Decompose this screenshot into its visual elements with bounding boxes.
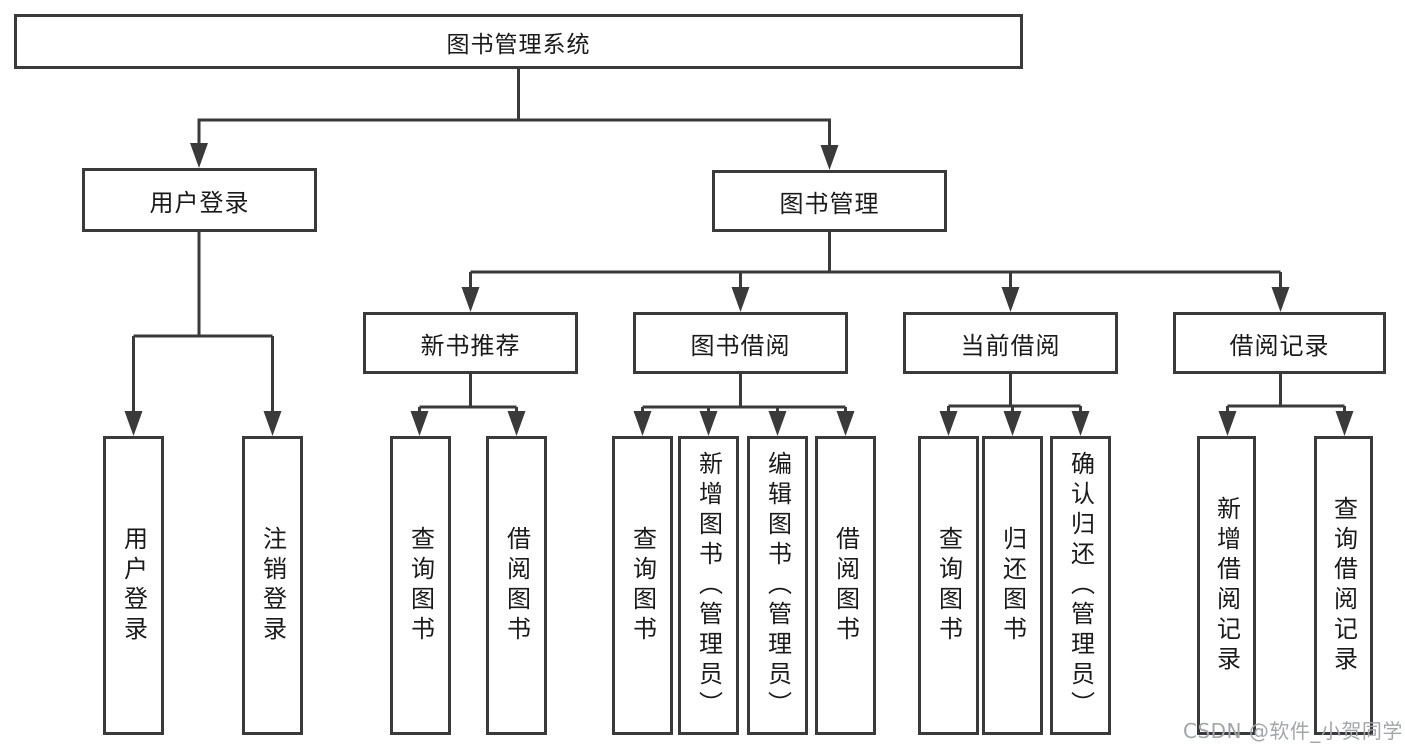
node-label: 新增借阅记录 bbox=[1212, 495, 1241, 676]
node-label: 编辑图书（管理员） bbox=[763, 450, 792, 721]
leaf-add-borrow-record: 新增借阅记录 bbox=[1197, 436, 1256, 735]
leaf-add-book-admin: 新增图书（管理员） bbox=[678, 436, 739, 735]
csdn-watermark: CSDN @软件_小贺同学 bbox=[1183, 719, 1403, 743]
tree-edges bbox=[132, 69, 1346, 414]
arrowheads bbox=[124, 143, 1354, 436]
leaf-user-login: 用户登录 bbox=[103, 436, 164, 735]
node-label: 新增图书（管理员） bbox=[694, 450, 723, 721]
node-label: 查询图书 bbox=[628, 525, 657, 646]
node-user-login-group: 用户登录 bbox=[82, 168, 317, 232]
leaf-confirm-return-admin: 确认归还（管理员） bbox=[1050, 436, 1111, 735]
node-label: 图书管理系统 bbox=[446, 31, 591, 58]
node-label: 借阅记录 bbox=[1229, 331, 1330, 360]
node-label: 注销登录 bbox=[258, 525, 287, 646]
node-label: 查询图书 bbox=[406, 525, 435, 646]
node-new-book-recommend: 新书推荐 bbox=[363, 312, 578, 374]
node-label: 图书借阅 bbox=[690, 331, 791, 360]
node-label: 用户登录 bbox=[119, 525, 148, 646]
node-label: 用户登录 bbox=[149, 188, 250, 217]
node-label: 借阅图书 bbox=[502, 525, 531, 646]
leaf-return-book: 归还图书 bbox=[982, 436, 1043, 735]
leaf-query-books-recommend: 查询图书 bbox=[390, 436, 451, 735]
node-label: 借阅图书 bbox=[831, 525, 860, 646]
leaf-query-borrow-record: 查询借阅记录 bbox=[1314, 436, 1373, 735]
leaf-borrow-books-recommend: 借阅图书 bbox=[486, 436, 547, 735]
node-label: 新书推荐 bbox=[420, 331, 521, 360]
leaf-logout: 注销登录 bbox=[242, 436, 303, 735]
node-borrow-records: 借阅记录 bbox=[1173, 312, 1386, 374]
leaf-query-books-current: 查询图书 bbox=[918, 436, 979, 735]
node-label: 查询图书 bbox=[934, 525, 963, 646]
leaf-edit-book-admin: 编辑图书（管理员） bbox=[747, 436, 808, 735]
node-label: 归还图书 bbox=[998, 525, 1027, 646]
node-label: 图书管理 bbox=[779, 189, 880, 218]
node-book-management: 图书管理 bbox=[712, 170, 947, 232]
node-book-borrow: 图书借阅 bbox=[633, 312, 848, 374]
leaf-borrow-books: 借阅图书 bbox=[815, 436, 876, 735]
node-label: 当前借阅 bbox=[960, 331, 1061, 360]
node-label: 查询借阅记录 bbox=[1329, 495, 1358, 676]
node-system-root: 图书管理系统 bbox=[14, 14, 1023, 69]
leaf-query-books-borrow: 查询图书 bbox=[612, 436, 673, 735]
node-label: 确认归还（管理员） bbox=[1066, 450, 1095, 721]
node-current-borrow: 当前借阅 bbox=[903, 312, 1118, 374]
